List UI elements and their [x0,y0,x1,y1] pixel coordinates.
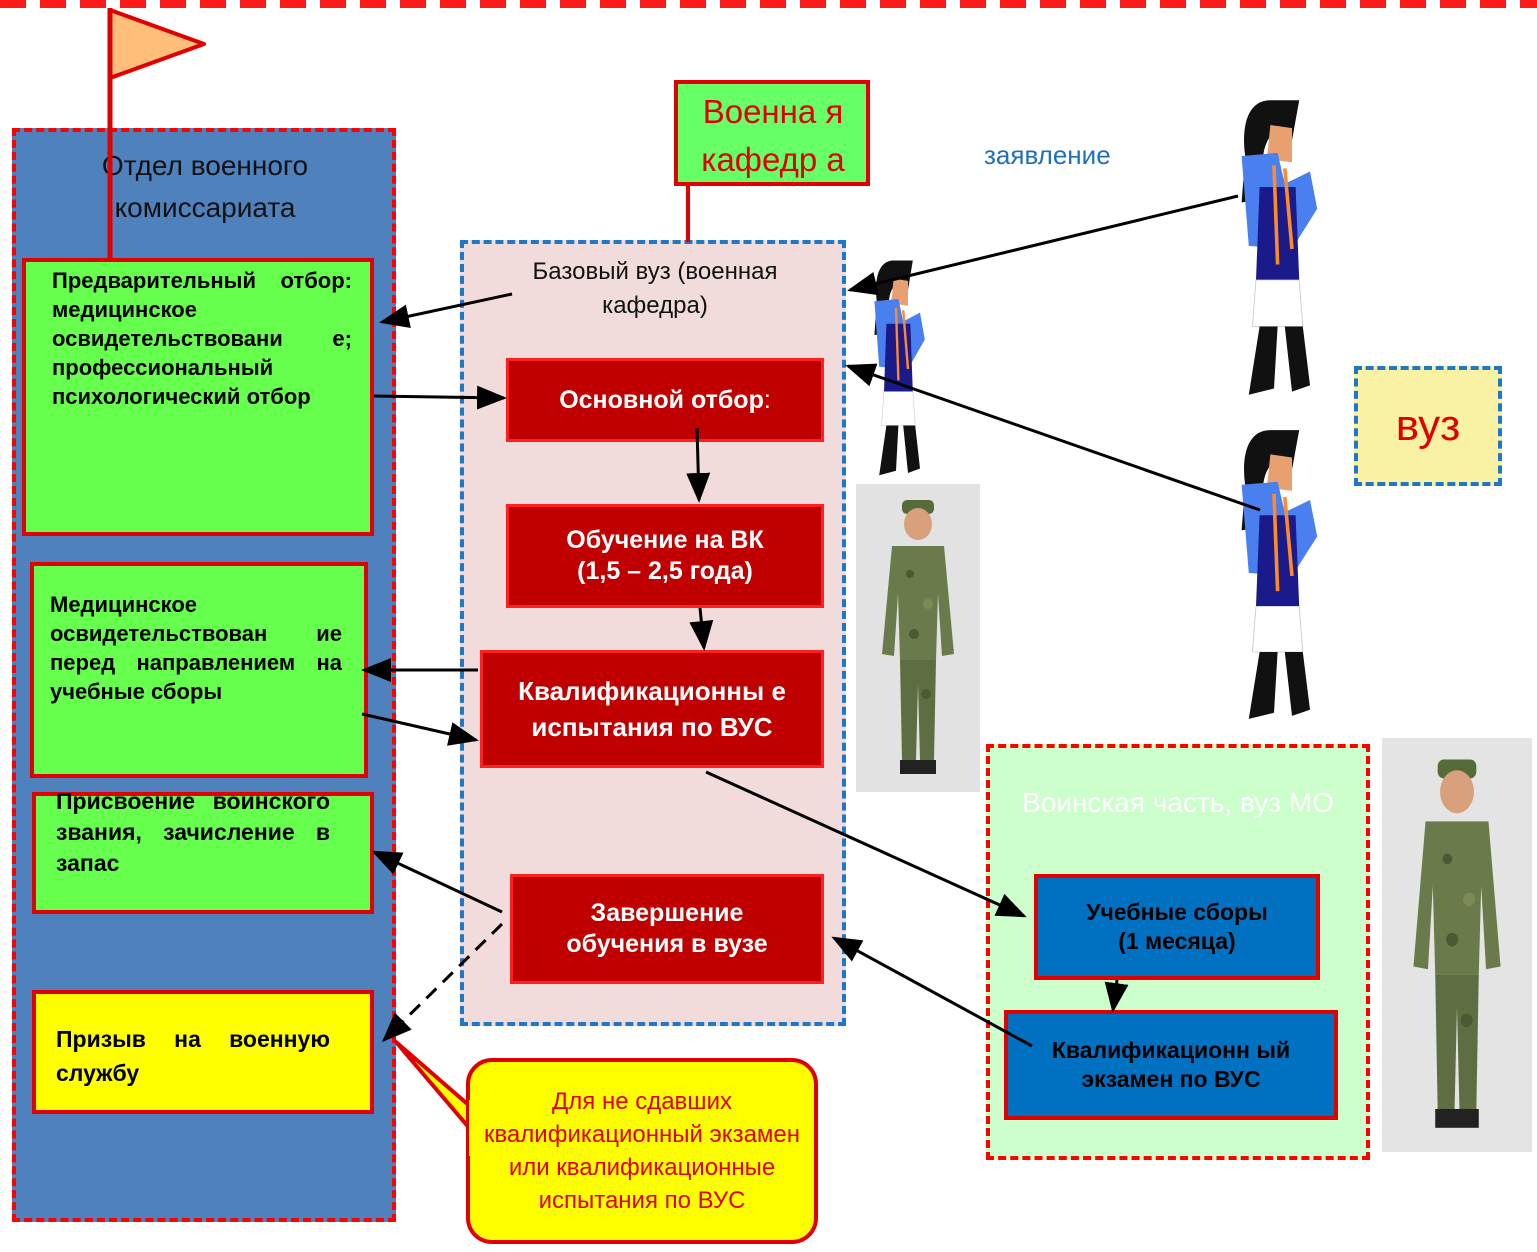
callout-text: Для не сдавших квалификационный экзамен … [483,1088,801,1214]
conscription-text: Призыв на военную службу [56,1026,330,1086]
arrow-application [847,194,1239,296]
military-department-box [674,80,870,186]
qualification-exam-text: Квалификационн ый экзамен по ВУС [1051,1037,1291,1092]
vuz-badge: вуз [1354,366,1502,486]
training-text: Обучение на ВК (1,5 – 2,5 года) [566,526,764,585]
military-department-label: Военна я кафедр а [701,93,845,178]
qualification-exam-box: Квалификационн ый экзамен по ВУС [1004,1010,1338,1120]
completion-text: Завершение обучения в вузе [566,899,768,958]
soldier-photo-2 [1382,738,1532,1152]
main-selection-box: Основной отбор: [506,358,824,442]
completion-box: Завершение обучения в вузе [510,874,824,984]
preliminary-selection-text: Предварительный отбор: медицинское освид… [52,268,352,409]
soldier-icon [882,500,954,774]
preliminary-selection-box: Предварительный отбор: медицинское освид… [22,258,374,536]
medical-exam-box: Медицинское освидетельствован ие перед н… [30,562,368,778]
callout-joint [469,1100,477,1156]
callout-box: Для не сдавших квалификационный экзамен … [466,1058,818,1244]
military-unit-title: Воинская часть, вуз МО [1022,787,1334,818]
rank-assignment-text: Присвоение воинского звания, зачисление … [56,788,330,876]
training-camp-box: Учебные сборы (1 месяца) [1034,874,1320,980]
main-selection-text: Основной отбор [559,385,764,414]
application-label: заявление [984,140,1111,170]
soldier-icon [1413,759,1501,1128]
qualification-tests-box: Квалификационны е испытания по ВУС [480,650,824,768]
training-camp-text: Учебные сборы (1 месяца) [1086,899,1268,954]
medical-exam-text: Медицинское освидетельствован ие перед н… [50,592,342,704]
main-selection-colon: : [763,385,771,414]
rank-assignment-box: Присвоение воинского звания, зачисление … [32,788,374,914]
conscription-box: Призыв на военную службу [32,990,374,1114]
training-box: Обучение на ВК (1,5 – 2,5 года) [506,504,824,608]
soldier-photo-1 [856,484,980,792]
university-title: Базовый вуз (военная кафедра) [532,258,778,319]
vuz-badge-text: вуз [1395,401,1461,450]
commissariat-title: Отдел военного комиссариата [101,150,309,223]
qualification-tests-text: Квалификационны е испытания по ВУС [518,676,786,742]
header-strip [0,0,1537,14]
